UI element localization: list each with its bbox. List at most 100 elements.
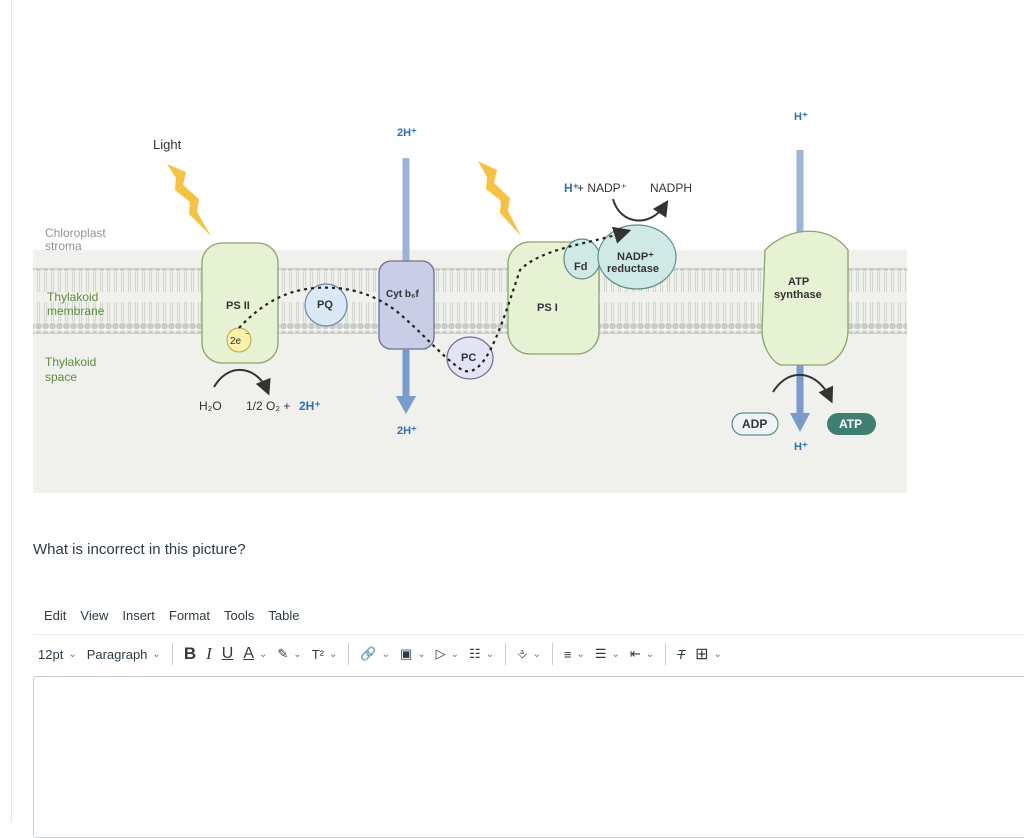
toolbar-divider — [505, 643, 507, 665]
font-size-select[interactable]: 12pt ⌄ — [33, 639, 82, 669]
menu-format[interactable]: Format — [168, 608, 211, 623]
italic-icon: I — [206, 644, 212, 663]
photosynthesis-diagram: Chloroplast stroma Thylakoid membrane Th… — [33, 111, 907, 493]
chloroplast-stroma-label-1: Chloroplast — [45, 226, 106, 240]
pq-label: PQ — [317, 299, 333, 311]
fd-protein — [563, 238, 601, 280]
nadp-reductase-label-1: NADP⁺ — [617, 251, 654, 263]
top-2h-label: 2H⁺ — [397, 127, 417, 139]
o2-label: 1/2 O₂ + — [246, 399, 290, 413]
svg-text:−: − — [245, 331, 249, 338]
electron-transport-path — [238, 226, 632, 373]
text-color-button[interactable]: A⌄ — [238, 639, 272, 669]
chevron-down-icon: ⌄ — [450, 648, 460, 660]
chevron-down-icon: ⌄ — [68, 648, 77, 660]
bold-button[interactable]: B — [179, 639, 201, 669]
chevron-down-icon: ⌄ — [328, 648, 338, 660]
menu-view[interactable]: View — [80, 608, 109, 623]
chevron-down-icon: ⌄ — [259, 648, 268, 660]
highlighter-icon: ✎ — [277, 646, 289, 661]
toolbar-divider — [665, 643, 667, 665]
chevron-down-icon: ⌄ — [381, 648, 390, 660]
chevron-down-icon: ⌄ — [576, 648, 585, 660]
thylakoid-space-label-2: space — [45, 370, 77, 384]
italic-button[interactable]: I — [201, 639, 217, 669]
atp-badge — [827, 413, 876, 435]
table-button[interactable]: ⊞⌄ — [690, 639, 727, 669]
question-text: What is incorrect in this picture? — [33, 541, 246, 558]
table-icon: ⊞ — [695, 646, 709, 663]
pq-carrier — [304, 283, 348, 327]
chevron-down-icon: ⌄ — [152, 648, 161, 660]
nadph-reaction-arrow — [612, 198, 669, 222]
thylakoid-membrane-label-1: Thylakoid — [47, 290, 98, 304]
menu-table[interactable]: Table — [268, 608, 300, 623]
h-top-atp-label: H⁺ — [794, 111, 808, 123]
chevron-down-icon: ⌄ — [485, 648, 495, 660]
image-icon: ▣ — [399, 646, 413, 661]
atp-synthase-label-1: ATP — [788, 276, 809, 288]
lightning-bolt-right-icon — [478, 161, 521, 236]
rich-text-editor-area[interactable] — [33, 676, 1024, 838]
underline-icon: U — [221, 645, 234, 662]
underline-button[interactable]: U — [217, 639, 239, 669]
toolbar-divider — [348, 643, 350, 665]
superscript-button[interactable]: T² ⌄ — [307, 639, 343, 669]
thylakoid-membrane-band — [33, 268, 907, 334]
toolbar-divider — [551, 643, 553, 665]
lightning-bolt-left-icon — [167, 164, 211, 236]
pc-label: PC — [461, 352, 476, 364]
menu-insert[interactable]: Insert — [122, 608, 155, 623]
media-icon: ▷ — [435, 646, 446, 661]
h-plus-nadp-h: H⁺ — [564, 181, 579, 195]
ps1-label: PS I — [537, 302, 558, 314]
block-format-select[interactable]: Paragraph ⌄ — [82, 639, 166, 669]
clear-formatting-button[interactable]: T — [672, 639, 690, 669]
superscript-icon: T² — [311, 646, 324, 662]
font-size-value: 12pt — [38, 646, 64, 662]
atp-synthesis-arrow — [772, 373, 834, 404]
bold-icon: B — [183, 644, 197, 663]
nadph-label: NADPH — [650, 181, 692, 195]
menu-tools[interactable]: Tools — [224, 608, 255, 623]
apps-button[interactable]: ⎀⌄ — [512, 639, 546, 669]
document-button[interactable]: ☷⌄ — [464, 639, 499, 669]
highlight-button[interactable]: ✎⌄ — [272, 639, 306, 669]
align-button[interactable]: ≡⌄ — [559, 639, 590, 669]
h-plus-nadp-label: + NADP⁺ — [577, 181, 627, 195]
link-icon: 🔗 — [360, 646, 377, 661]
nadp-reductase-label-2: reductase — [607, 263, 659, 275]
left-border — [11, 0, 12, 822]
editor-menubar: Edit View Insert Format Tools Table — [44, 608, 299, 623]
electron-label: 2e — [230, 336, 242, 347]
chevron-down-icon: ⌄ — [713, 648, 722, 660]
image-button[interactable]: ▣⌄ — [395, 639, 431, 669]
chevron-down-icon: ⌄ — [611, 648, 620, 660]
block-format-value: Paragraph — [86, 646, 148, 662]
fd-label: Fd — [574, 261, 587, 273]
editor-toolbar: 12pt⌄ Paragraph⌄ B I U A⌄ ✎⌄ T²⌄ 🔗⌄ ▣⌄ ▷… — [33, 634, 1024, 673]
thylakoid-space-label-1: Thylakoid — [45, 355, 96, 369]
adp-label: ADP — [742, 417, 767, 431]
bottom-2h-label: 2H⁺ — [397, 425, 417, 437]
toolbar-divider — [171, 643, 173, 665]
h2o-label: H₂O — [199, 399, 222, 413]
two-h-plus-label: 2H⁺ — [299, 399, 321, 413]
bullet-list-icon: ☰ — [594, 646, 607, 661]
text-color-icon: A — [243, 645, 254, 662]
atp-label: ATP — [839, 417, 862, 431]
light-label: Light — [153, 137, 182, 152]
media-button[interactable]: ▷⌄ — [431, 639, 464, 669]
ps2-label: PS II — [226, 300, 250, 312]
chloroplast-stroma-label-2: stroma — [45, 239, 82, 253]
h-bottom-atp-label: H⁺ — [794, 441, 808, 453]
adp-badge — [731, 412, 779, 436]
menu-edit[interactable]: Edit — [44, 608, 67, 623]
clear-formatting-icon: T — [677, 646, 686, 662]
indent-button[interactable]: ⇤⌄ — [625, 639, 659, 669]
bullet-list-button[interactable]: ☰⌄ — [590, 639, 625, 669]
link-button[interactable]: 🔗⌄ — [355, 639, 395, 669]
atp-synthase-label-2: synthase — [774, 289, 822, 301]
ps2-complex — [201, 242, 279, 364]
align-left-icon: ≡ — [563, 646, 572, 662]
